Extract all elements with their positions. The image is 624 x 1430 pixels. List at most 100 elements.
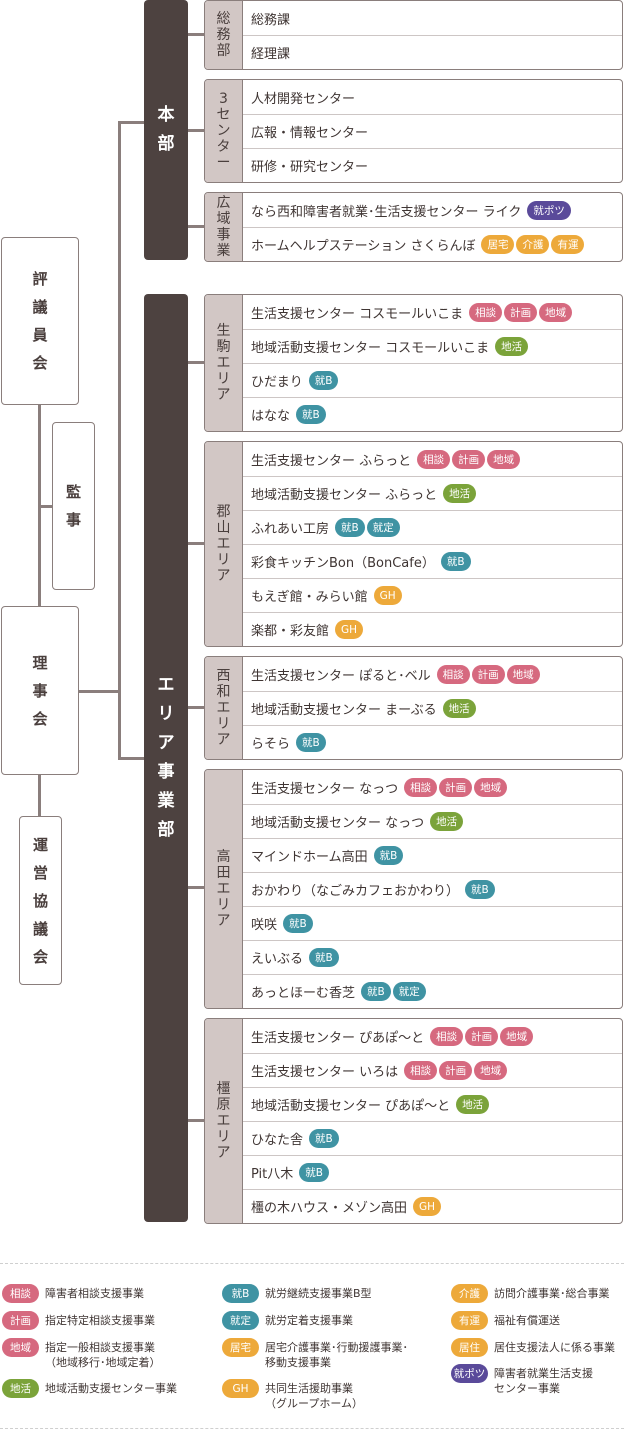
facility-row[interactable]: ひなた舎就B bbox=[243, 1121, 622, 1155]
facility-row[interactable]: 経理課 bbox=[243, 35, 622, 69]
vertical-char: 議 bbox=[32, 919, 48, 938]
group-label: 広域事業 bbox=[205, 193, 243, 261]
facility-row[interactable]: 地域活動支援センター コスモールいこま地活 bbox=[243, 329, 622, 363]
facility-row[interactable]: 地域活動支援センター なっつ地活 bbox=[243, 804, 622, 838]
badge-居住: 居住 bbox=[451, 1338, 488, 1357]
vertical-char: 部 bbox=[157, 820, 175, 840]
facility-row[interactable]: 生活支援センター コスモールいこま相談計画地域 bbox=[243, 295, 622, 329]
vertical-char: 和 bbox=[216, 684, 231, 700]
legend-item: 就ポツ障害者就業生活支援 センター事業 bbox=[451, 1364, 593, 1396]
board-box[interactable]: 理事会 bbox=[1, 606, 79, 775]
facility-row[interactable]: らそら就B bbox=[243, 725, 622, 759]
vertical-char: 総 bbox=[216, 11, 231, 27]
badge-就B: 就B bbox=[308, 371, 339, 390]
facility-row[interactable]: なら西和障害者就業･生活支援センター ライク就ポツ bbox=[243, 193, 622, 227]
facility-row[interactable]: 総務課 bbox=[243, 1, 622, 35]
badge-就定: 就定 bbox=[366, 518, 400, 537]
honbu-bar[interactable]: 本部 bbox=[144, 0, 188, 260]
vertical-char: 監 bbox=[65, 483, 81, 501]
group-4: 郡山エリア生活支援センター ふらっと相談計画地域地域活動支援センター ふらっと地… bbox=[204, 441, 623, 647]
legend-item: 計画指定特定相談支援事業 bbox=[2, 1311, 155, 1330]
badge-就B: 就B bbox=[296, 405, 326, 424]
badge-就定: 就定 bbox=[392, 982, 426, 1001]
legend-item: 居住居住支援法人に係る事業 bbox=[451, 1338, 615, 1357]
facility-name: おかわり（なごみカフェおかわり） bbox=[251, 884, 460, 899]
group-label: 高田エリア bbox=[205, 770, 243, 1008]
facility-row[interactable]: マインドホーム高田就B bbox=[243, 838, 622, 872]
auditor-box[interactable]: 監事 bbox=[52, 422, 95, 590]
council-label: 評議員会 bbox=[32, 265, 47, 377]
legend-top-divider bbox=[0, 1263, 624, 1264]
group-label: 橿原エリア bbox=[205, 1019, 243, 1223]
area-dept-bar[interactable]: エリア事業部 bbox=[144, 294, 188, 1222]
facility-row[interactable]: 研修・研究センター bbox=[243, 148, 622, 182]
vertical-char: エ bbox=[157, 675, 175, 695]
badge-地域: 地域 bbox=[474, 1061, 508, 1080]
facility-row[interactable]: Pit八木就B bbox=[243, 1155, 622, 1189]
group-label: 西和エリア bbox=[205, 657, 243, 759]
facility-row[interactable]: 地域活動支援センター まーぶる地活 bbox=[243, 691, 622, 725]
vertical-char: 域 bbox=[216, 211, 231, 227]
facility-row[interactable]: 生活支援センター ぴあぽ〜と相談計画地域 bbox=[243, 1019, 622, 1053]
vertical-char: 会 bbox=[32, 354, 48, 372]
badge-就B: 就B bbox=[335, 518, 365, 537]
vertical-char: リ bbox=[216, 371, 231, 387]
connector-kouiki bbox=[188, 225, 204, 228]
facility-name: ひなた舎 bbox=[251, 1133, 304, 1148]
group-label: 郡山エリア bbox=[205, 442, 243, 646]
vertical-char: 運 bbox=[32, 835, 48, 854]
badge-就B: 就B bbox=[465, 880, 495, 899]
council-box[interactable]: 評議員会 bbox=[1, 237, 79, 405]
legend-text: 福祉有償運送 bbox=[494, 1314, 560, 1327]
badge-地域: 地域 bbox=[2, 1338, 39, 1357]
facility-row[interactable]: ホームヘルプステーション さくらんぼ居宅介護有運 bbox=[243, 227, 622, 261]
facility-row[interactable]: 生活支援センター なっつ相談計画地域 bbox=[243, 770, 622, 804]
legend-item: 介護訪問介護事業･総合事業 bbox=[451, 1284, 610, 1303]
facility-row[interactable]: はなな就B bbox=[243, 397, 622, 431]
badge-相談: 相談 bbox=[430, 1026, 464, 1046]
legend-text: 障害者就業生活支援 センター事業 bbox=[494, 1367, 593, 1395]
badge-相談: 相談 bbox=[404, 777, 438, 797]
vertical-char: エ bbox=[216, 536, 231, 552]
facility-row[interactable]: おかわり（なごみカフェおかわり） 就B bbox=[243, 872, 622, 906]
facility-name: 総務課 bbox=[251, 12, 291, 28]
steering-label: 運営協議会 bbox=[33, 831, 48, 971]
badge-計画: 計画 bbox=[504, 302, 538, 322]
facility-name: 彩食キッチンBon（BonCafe） bbox=[251, 556, 435, 571]
vertical-char: 橿 bbox=[216, 1081, 231, 1097]
group-rows: 人材開発センター広報・情報センター研修・研究センター bbox=[243, 80, 622, 182]
group-rows: 生活支援センター ふらっと相談計画地域地域活動支援センター ふらっと地活ふれあい… bbox=[243, 442, 622, 646]
facility-row[interactable]: えいぶる就B bbox=[243, 940, 622, 974]
group-6: 高田エリア生活支援センター なっつ相談計画地域地域活動支援センター なっつ地活マ… bbox=[204, 769, 623, 1009]
facility-row[interactable]: ひだまり就B bbox=[243, 363, 622, 397]
legend-item: 居宅居宅介護事業･行動援護事業･ 移動支援事業 bbox=[222, 1338, 408, 1370]
badge-地活: 地活 bbox=[443, 484, 477, 503]
badge-介護: 介護 bbox=[516, 235, 550, 254]
steering-box[interactable]: 運営協議会 bbox=[19, 816, 62, 985]
vertical-char: 原 bbox=[216, 1097, 231, 1113]
facility-row[interactable]: 広報・情報センター bbox=[243, 114, 622, 148]
vertical-char: セ bbox=[216, 107, 231, 123]
badge-計画: 計画 bbox=[452, 449, 486, 469]
facility-name: 橿の木ハウス・メゾン高田 bbox=[251, 1201, 408, 1216]
facility-row[interactable]: 地域活動支援センター ふらっと地活 bbox=[243, 476, 622, 510]
facility-row[interactable]: 咲咲就B bbox=[243, 906, 622, 940]
vertical-char: エ bbox=[216, 1113, 231, 1129]
badge-就ポツ: 就ポツ bbox=[527, 200, 571, 220]
badge-地活: 地活 bbox=[495, 337, 529, 356]
facility-row[interactable]: 彩食キッチンBon（BonCafe）就B bbox=[243, 544, 622, 578]
vertical-char: 理 bbox=[32, 653, 48, 672]
facility-row[interactable]: 地域活動支援センター ぴあぽ〜と地活 bbox=[243, 1087, 622, 1121]
facility-row[interactable]: 生活支援センター いろは相談計画地域 bbox=[243, 1053, 622, 1087]
badge-有運: 有運 bbox=[451, 1311, 488, 1330]
auditor-label: 監事 bbox=[66, 478, 81, 534]
facility-row[interactable]: 生活支援センター ふらっと相談計画地域 bbox=[243, 442, 622, 476]
facility-row[interactable]: 生活支援センター ぽると･ベル相談計画地域 bbox=[243, 657, 622, 691]
facility-row[interactable]: 人材開発センター bbox=[243, 80, 622, 114]
group-rows: なら西和障害者就業･生活支援センター ライク就ポツホームヘルプステーション さく… bbox=[243, 193, 622, 261]
